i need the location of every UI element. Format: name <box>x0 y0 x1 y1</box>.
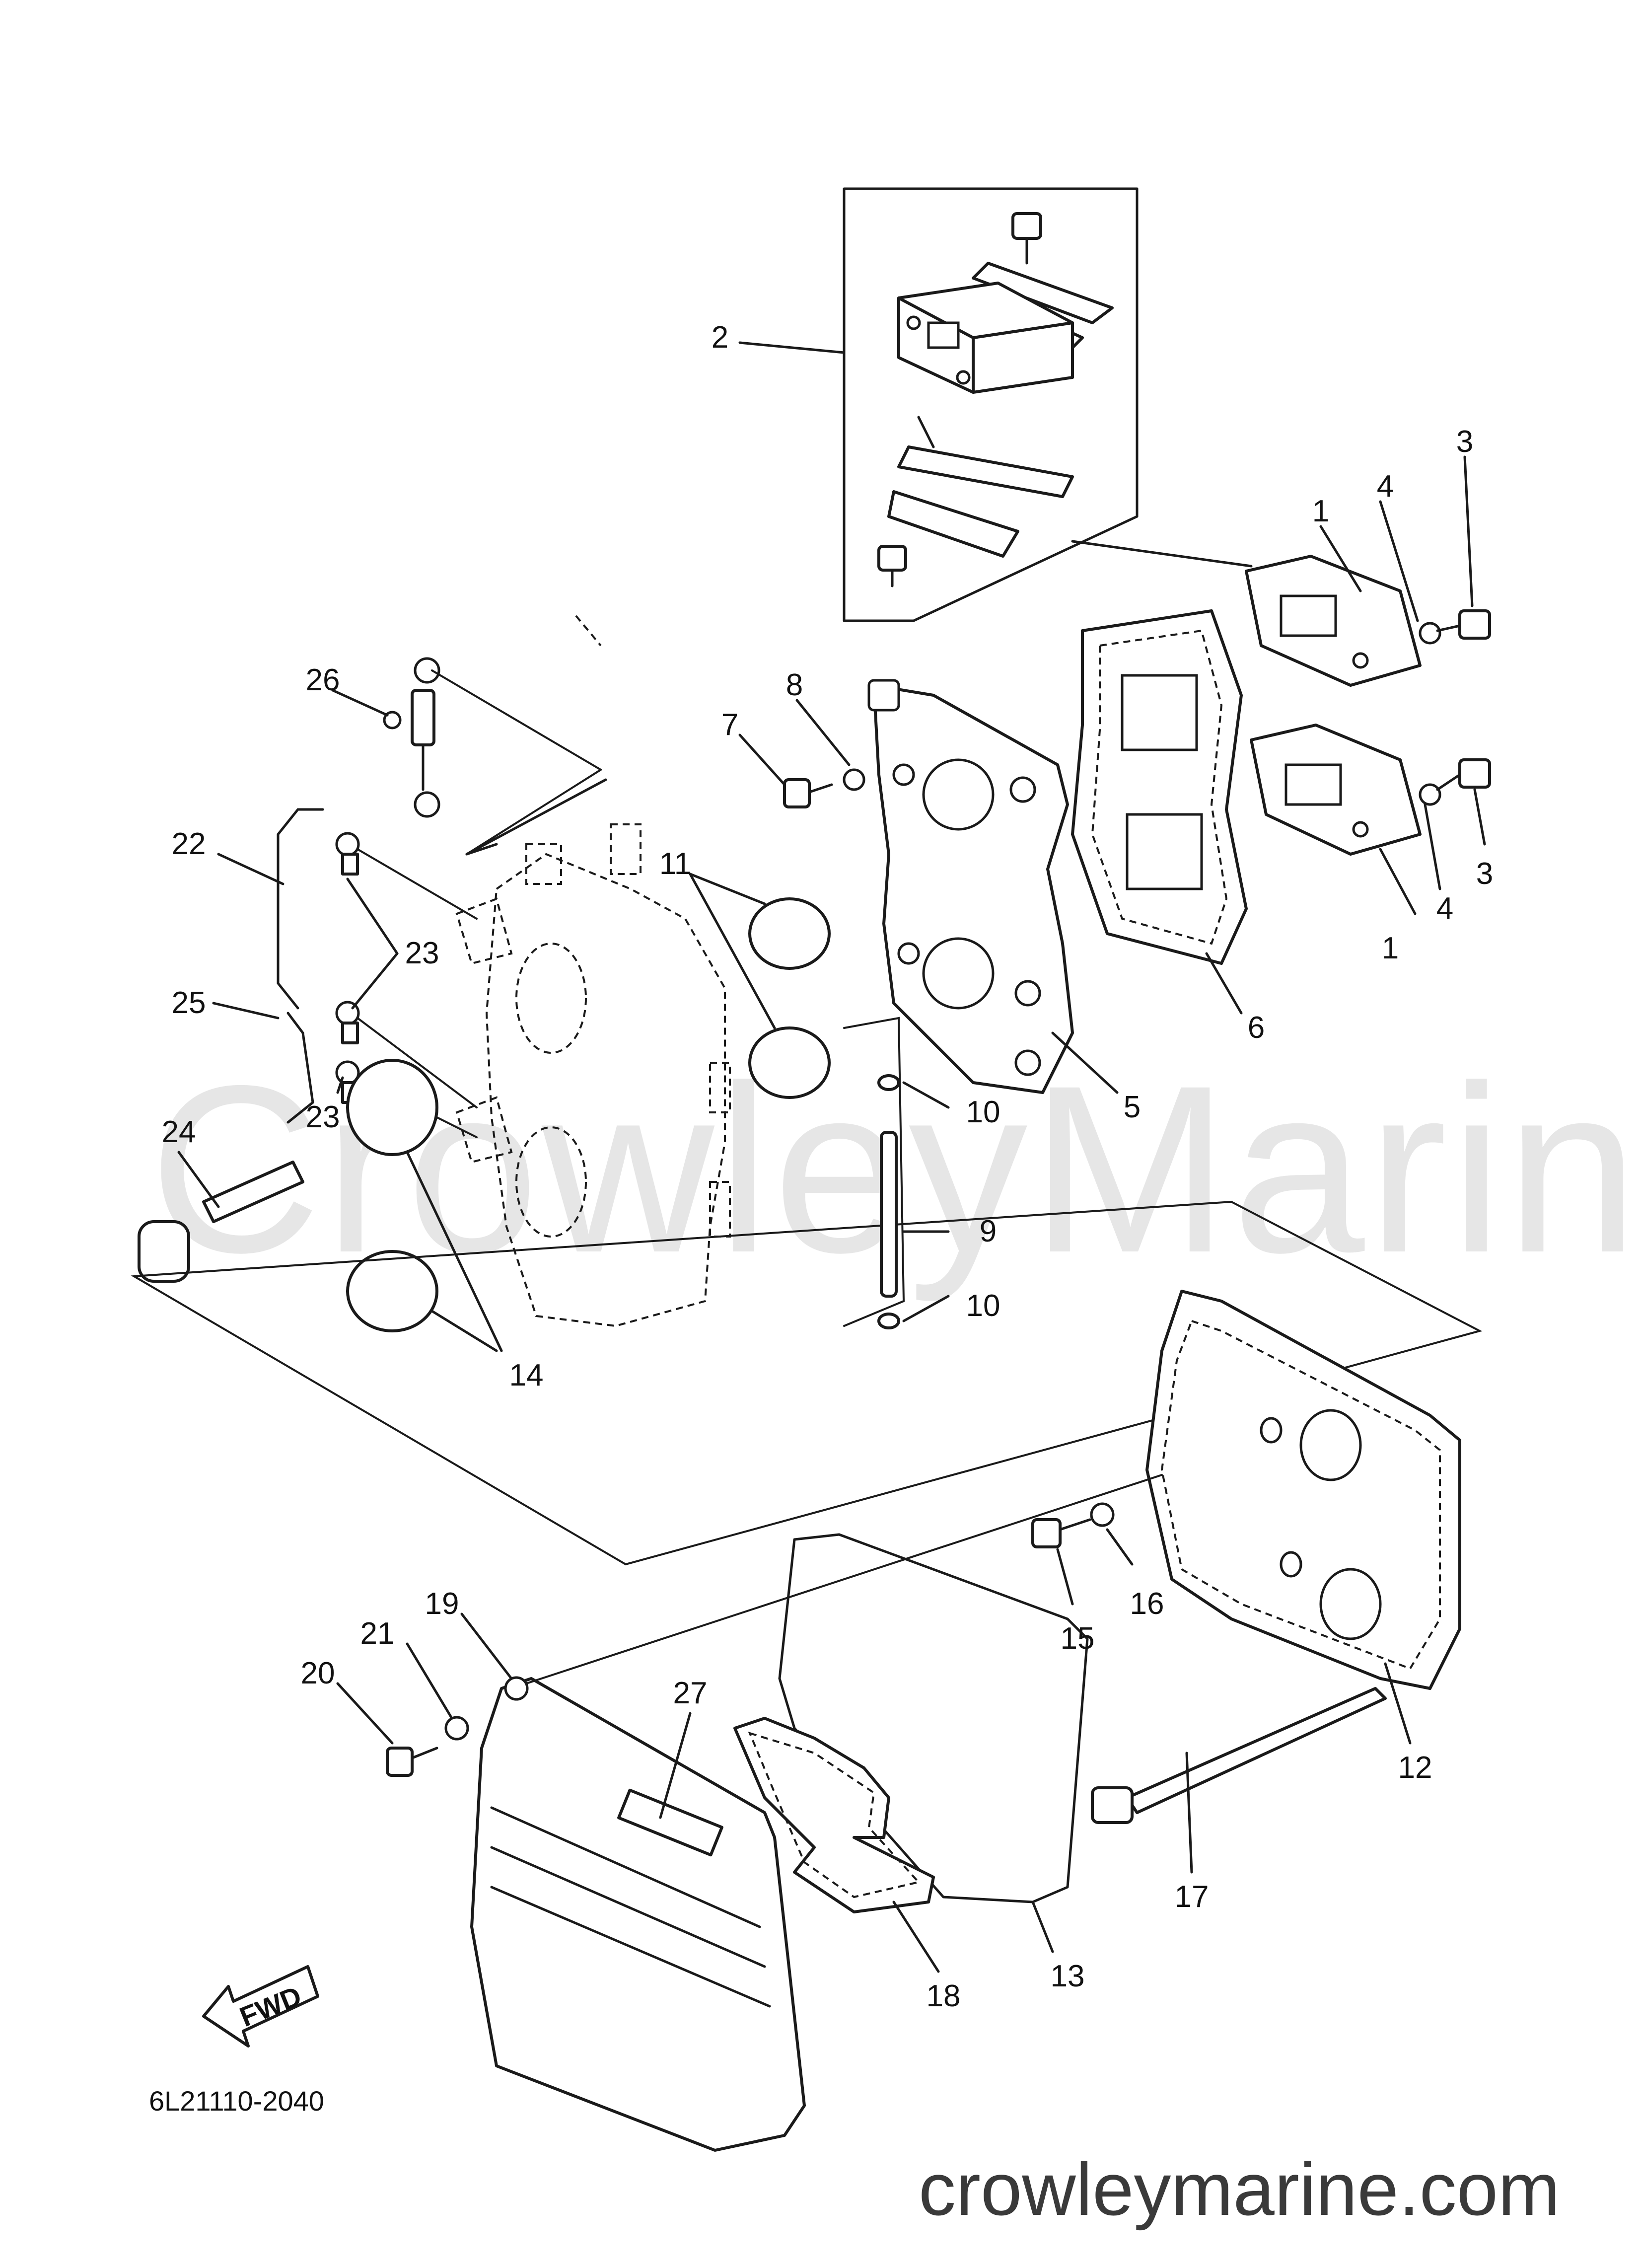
choke-linkage-26 <box>383 657 440 818</box>
o-ring-11-lower <box>748 1026 831 1099</box>
hose-22 <box>277 808 324 1010</box>
bolt-3-upper <box>1436 609 1491 640</box>
callout-16: 16 <box>1130 1587 1164 1621</box>
long-bolt-17 <box>1091 1687 1387 1824</box>
o-ring-11-upper <box>748 897 831 970</box>
cover-gasket-13 <box>778 1533 1089 1903</box>
callout-10-upper: 10 <box>966 1095 1000 1129</box>
callout-3-upper: 3 <box>1456 425 1473 459</box>
hose-25 <box>286 1012 314 1124</box>
o-ring-14-lower <box>346 1250 438 1332</box>
dowel-10-upper <box>877 1074 900 1091</box>
callout-27: 27 <box>673 1676 708 1710</box>
cover-base-12 <box>1145 1290 1461 1690</box>
leader-2 <box>738 341 846 354</box>
callout-12: 12 <box>1398 1751 1432 1785</box>
leader-inset-to-1 <box>1071 540 1253 568</box>
callout-14: 14 <box>509 1358 544 1392</box>
callout-4-lower: 4 <box>1436 891 1453 926</box>
inset-reed-petal-lower <box>897 445 1074 498</box>
callout-5: 5 <box>1124 1090 1141 1124</box>
callout-15: 15 <box>1061 1621 1095 1656</box>
inset-reed-housing <box>897 282 1074 394</box>
washer-4-lower <box>1419 783 1441 806</box>
fwd-arrow-icon: FWD <box>202 1965 319 2048</box>
intake-gasket-6 <box>1071 609 1248 965</box>
reed-valve-inset <box>843 187 1139 622</box>
site-url: crowleymarine.com <box>919 2147 1560 2231</box>
leader-12 <box>1384 1662 1412 1745</box>
cover-seal-18 <box>733 1717 935 1913</box>
grommet-19 <box>504 1676 529 1701</box>
leader-6 <box>1205 952 1243 1015</box>
top-cover-27 <box>470 1677 806 2152</box>
callout-1-upper: 1 <box>1312 494 1329 528</box>
callout-1-lower: 1 <box>1382 931 1399 965</box>
bolt-20 <box>386 1747 438 1777</box>
inset-screw-bottom <box>877 545 907 587</box>
bolt-7 <box>783 778 833 808</box>
callout-4-upper: 4 <box>1377 469 1394 504</box>
reed-valve-assembly-lower <box>1250 724 1422 856</box>
bolt-15 <box>1031 1518 1091 1548</box>
callout-25: 25 <box>172 986 206 1020</box>
callout-23-lower: 23 <box>306 1100 340 1134</box>
carburetor-assembly <box>455 823 731 1327</box>
callout-10-lower: 10 <box>966 1289 1000 1323</box>
leader-18 <box>892 1901 940 1973</box>
leader-27 <box>659 1712 692 1819</box>
callout-23-upper: 23 <box>405 936 439 970</box>
washer-21 <box>444 1716 469 1741</box>
assembly-plane-outline <box>131 1200 1483 1566</box>
callout-19: 19 <box>425 1587 459 1621</box>
clip-23-upper <box>335 832 360 876</box>
callout-7: 7 <box>721 708 738 742</box>
inset-reed-stopper-lower <box>887 490 1019 558</box>
callout-11: 11 <box>659 847 691 881</box>
drawing-code: 6L21110-2040 <box>149 2085 324 2117</box>
callout-24: 24 <box>162 1115 196 1149</box>
callout-6: 6 <box>1248 1011 1265 1045</box>
callout-17: 17 <box>1175 1880 1209 1914</box>
inset-reed-plate-upper <box>972 262 1114 324</box>
bolt-3-lower <box>1436 758 1491 791</box>
plug-24 <box>138 1161 304 1283</box>
washer-8 <box>843 768 865 791</box>
washer-4-upper <box>1419 622 1441 645</box>
callout-8: 8 <box>786 668 803 702</box>
callout-18: 18 <box>927 1979 961 2013</box>
leader-17 <box>1185 1752 1193 1874</box>
reed-valve-assembly-upper <box>1245 555 1422 687</box>
callout-3-lower: 3 <box>1476 857 1493 891</box>
callout-20: 20 <box>301 1656 335 1690</box>
intake-manifold-5 <box>867 679 1074 1094</box>
leader-5 <box>1051 1031 1119 1094</box>
washer-16 <box>1090 1502 1115 1527</box>
callout-26: 26 <box>306 663 340 697</box>
leader-13 <box>1031 1901 1054 1953</box>
o-ring-14-upper <box>346 1059 438 1156</box>
dowel-10-lower <box>877 1313 900 1329</box>
callout-21: 21 <box>360 1616 395 1651</box>
callout-22: 22 <box>172 827 206 861</box>
pin-9 <box>880 1131 898 1298</box>
callout-2: 2 <box>712 320 728 355</box>
callout-9: 9 <box>980 1214 997 1248</box>
inset-screw-top <box>1011 212 1042 265</box>
callout-13: 13 <box>1051 1959 1085 1993</box>
